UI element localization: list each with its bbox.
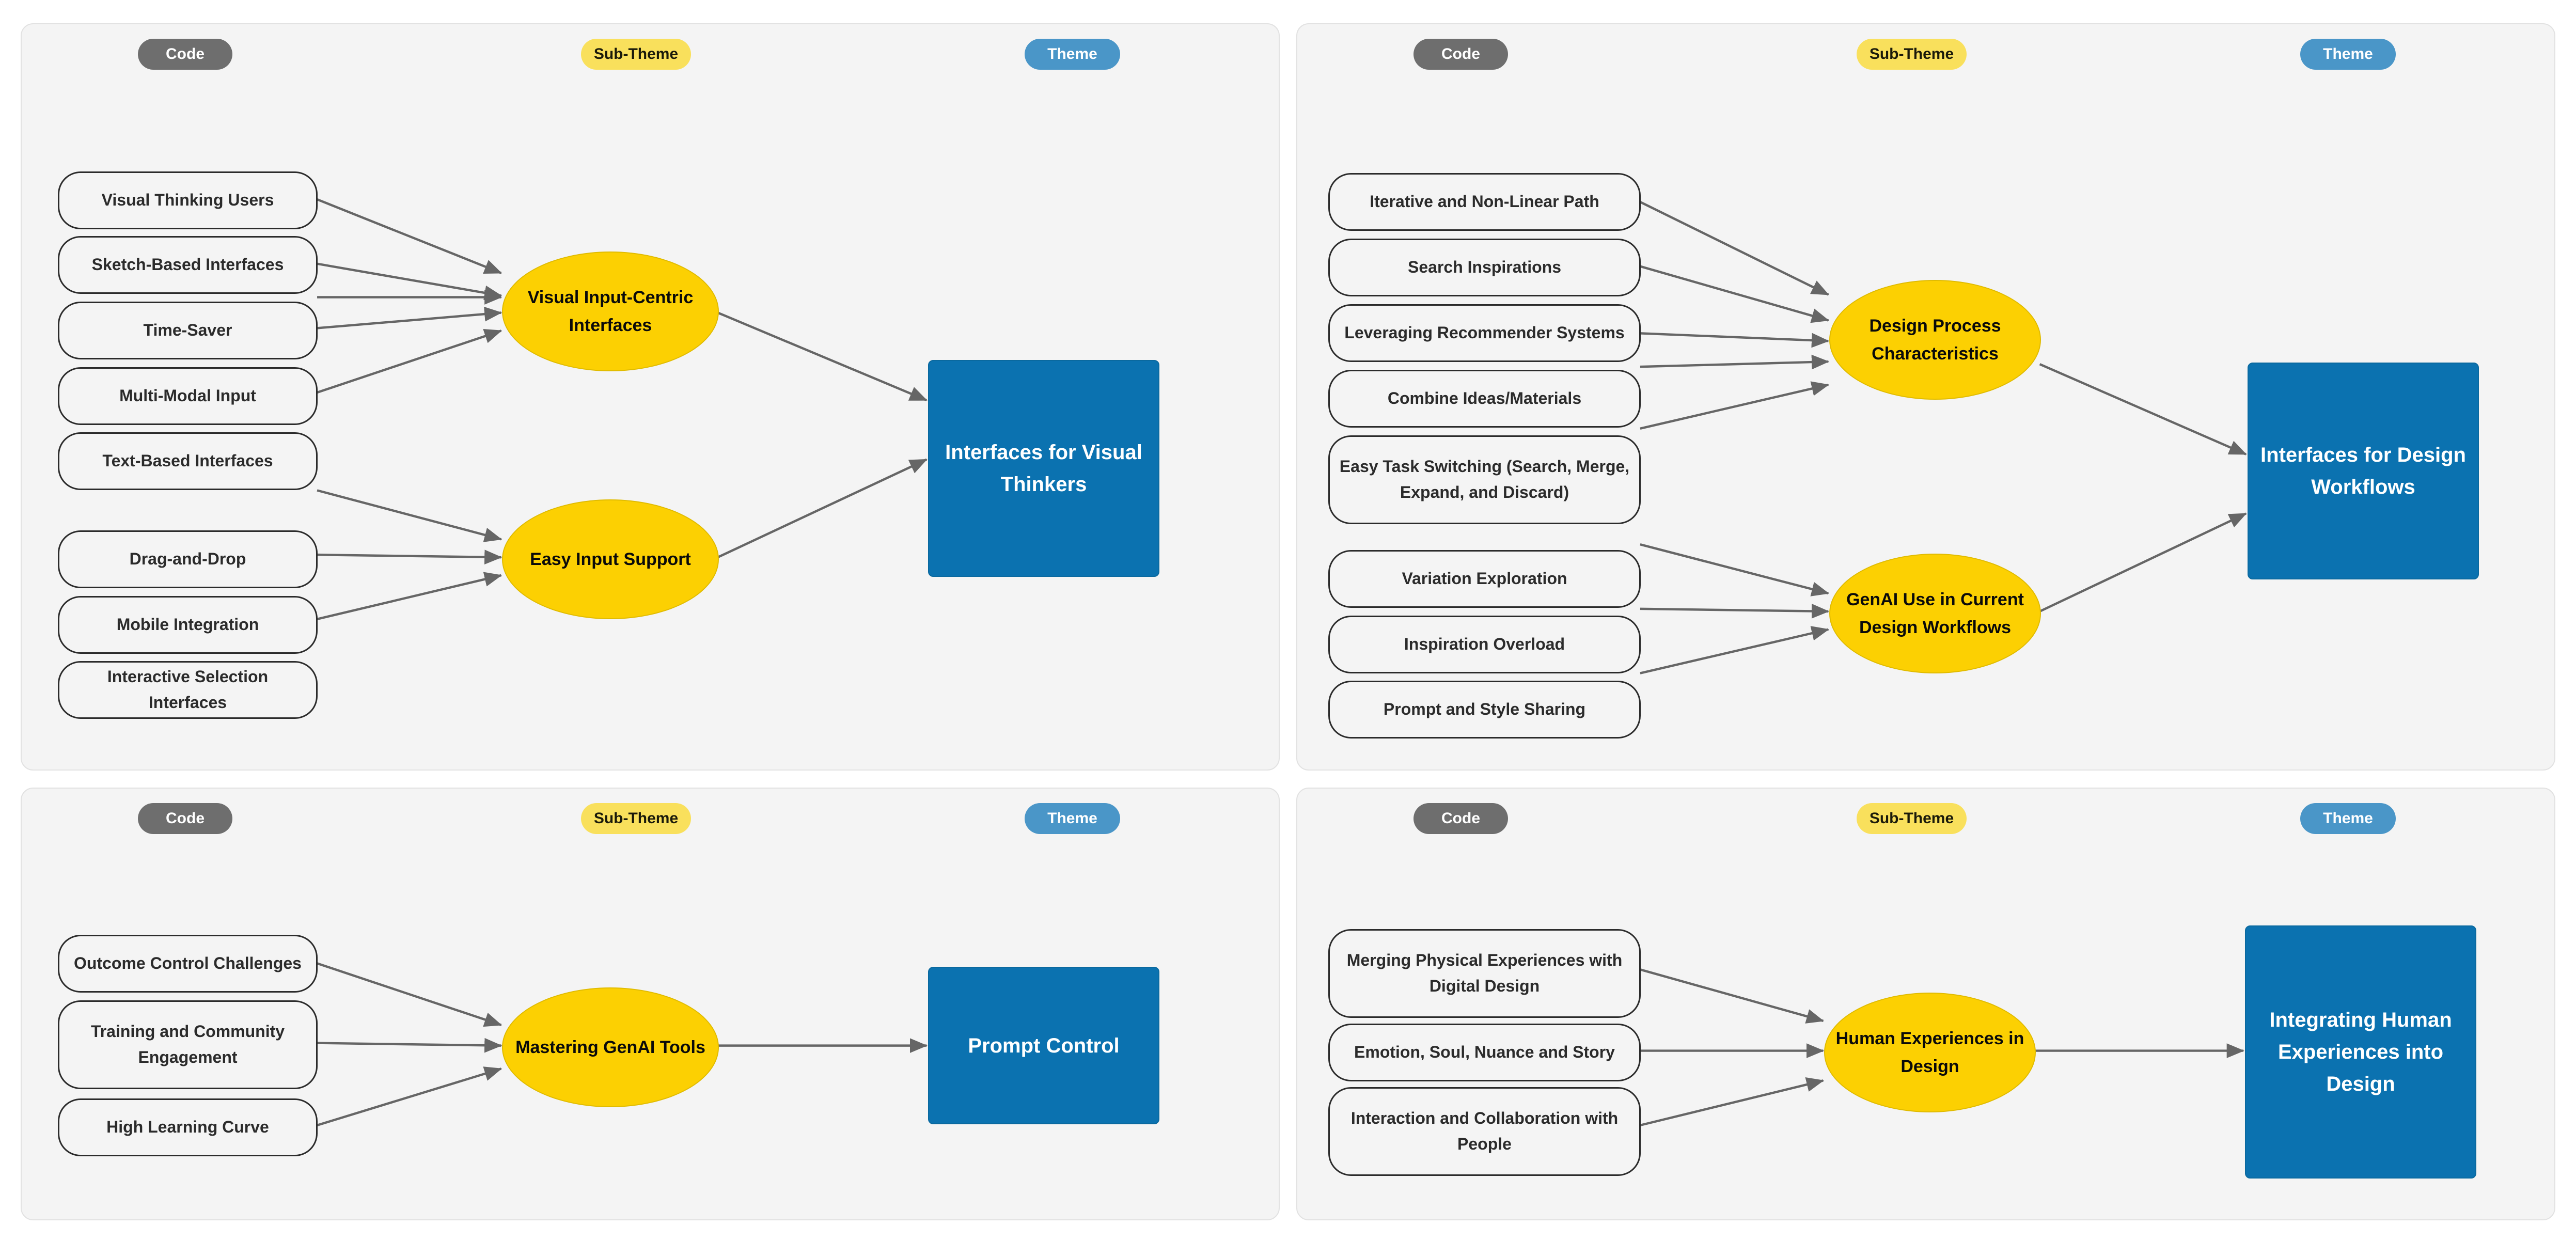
- code-node-label: Variation Exploration: [1402, 569, 1567, 588]
- legend-code-label: Code: [1441, 45, 1480, 62]
- subtheme-node-label: Easy Input Support: [530, 549, 691, 569]
- code-node-label: Inspiration Overload: [1404, 635, 1565, 654]
- subtheme-node-label: Human Experiences in Design: [1835, 1028, 2024, 1076]
- legend-pill-subtheme: Sub-Theme: [1857, 803, 1967, 834]
- code-node-label: Time-Saver: [143, 321, 232, 340]
- theme-node-label: Interfaces for Design Workflows: [2260, 444, 2466, 498]
- code-node[interactable]: Text-Based Interfaces: [58, 432, 318, 490]
- legend-pill-code: Code: [138, 39, 232, 70]
- code-node[interactable]: Interaction and Collaboration with Peopl…: [1328, 1087, 1641, 1176]
- code-node[interactable]: Outcome Control Challenges: [58, 935, 318, 993]
- theme-node-label: Interfaces for Visual Thinkers: [945, 441, 1142, 496]
- code-node-label: Training and Community Engagement: [90, 1022, 285, 1066]
- subtheme-node-label: Visual Input-Centric Interfaces: [527, 287, 694, 335]
- legend-code-label: Code: [166, 810, 205, 827]
- legend-code-label: Code: [166, 45, 205, 62]
- code-node[interactable]: Combine Ideas/Materials: [1328, 370, 1641, 428]
- code-node-label: Combine Ideas/Materials: [1387, 389, 1582, 408]
- code-node-label: Interaction and Collaboration with Peopl…: [1350, 1109, 1619, 1153]
- code-node[interactable]: Prompt and Style Sharing: [1328, 681, 1641, 739]
- legend-pill-subtheme: Sub-Theme: [581, 803, 691, 834]
- subtheme-node[interactable]: Easy Input Support: [502, 499, 719, 619]
- edge-layer: [1640, 968, 2244, 1127]
- code-node-label: Leveraging Recommender Systems: [1344, 323, 1625, 342]
- theme-node[interactable]: Interfaces for Design Workflows: [2248, 363, 2479, 579]
- code-node[interactable]: Multi-Modal Input: [58, 367, 318, 425]
- legend-theme-label: Theme: [2323, 45, 2373, 62]
- code-node[interactable]: Mobile Integration: [58, 596, 318, 654]
- subtheme-node-label: GenAI Use in Current Design Workflows: [1846, 589, 2024, 637]
- code-node-label: Mobile Integration: [116, 615, 259, 634]
- legend-pill-subtheme: Sub-Theme: [1857, 39, 1967, 70]
- subtheme-node[interactable]: Mastering GenAI Tools: [502, 987, 719, 1107]
- code-node-label: Emotion, Soul, Nuance and Story: [1354, 1043, 1615, 1062]
- theme-node-label: Integrating Human Experiences into Desig…: [2269, 1009, 2452, 1095]
- subtheme-node[interactable]: Human Experiences in Design: [1824, 993, 2036, 1112]
- legend-pill-subtheme: Sub-Theme: [581, 39, 691, 70]
- subtheme-node[interactable]: Design Process Characteristics: [1829, 280, 2041, 400]
- code-node-label: Visual Thinking Users: [101, 191, 274, 210]
- legend-code-label: Code: [1441, 810, 1480, 827]
- panel-integrating-human-experiences-into-design: Code Sub-Theme Theme Merging Physical Ex…: [1296, 788, 2555, 1220]
- code-node-label: Text-Based Interfaces: [102, 451, 273, 470]
- theme-node[interactable]: Interfaces for Visual Thinkers: [928, 360, 1159, 577]
- theme-node[interactable]: Prompt Control: [928, 967, 1159, 1124]
- code-node-label: Multi-Modal Input: [119, 386, 256, 405]
- code-node[interactable]: Time-Saver: [58, 302, 318, 359]
- legend-pill-theme: Theme: [1025, 39, 1120, 70]
- code-node[interactable]: Training and Community Engagement: [58, 1000, 318, 1089]
- legend-pill-theme: Theme: [2300, 803, 2396, 834]
- code-node[interactable]: Visual Thinking Users: [58, 171, 318, 229]
- code-node[interactable]: Emotion, Soul, Nuance and Story: [1328, 1024, 1641, 1081]
- code-node[interactable]: Easy Task Switching (Search, Merge, Expa…: [1328, 435, 1641, 524]
- code-node-label: Iterative and Non-Linear Path: [1370, 192, 1599, 211]
- legend-subtheme-label: Sub-Theme: [1869, 45, 1954, 62]
- legend-subtheme-label: Sub-Theme: [593, 45, 679, 62]
- code-node[interactable]: Inspiration Overload: [1328, 616, 1641, 673]
- code-node-label: Prompt and Style Sharing: [1383, 700, 1586, 719]
- legend-pill-theme: Theme: [1025, 803, 1120, 834]
- code-node[interactable]: Leveraging Recommender Systems: [1328, 304, 1641, 362]
- code-node[interactable]: Merging Physical Experiences with Digita…: [1328, 929, 1641, 1018]
- legend-subtheme-label: Sub-Theme: [1869, 810, 1954, 827]
- code-node-label: Search Inspirations: [1408, 258, 1561, 277]
- theme-node[interactable]: Integrating Human Experiences into Desig…: [2245, 925, 2476, 1179]
- subtheme-node[interactable]: Visual Input-Centric Interfaces: [502, 252, 719, 371]
- legend-theme-label: Theme: [1047, 45, 1097, 62]
- edge-layer: [317, 198, 928, 620]
- legend-pill-code: Code: [138, 803, 232, 834]
- code-node-label: Merging Physical Experiences with Digita…: [1346, 951, 1623, 995]
- code-node-label: Sketch-Based Interfaces: [91, 255, 284, 274]
- panel-interfaces-for-visual-thinkers: Code Sub-Theme Theme Visual Thinking Use…: [21, 23, 1280, 771]
- code-node[interactable]: Sketch-Based Interfaces: [58, 236, 318, 294]
- subtheme-node-label: Mastering GenAI Tools: [515, 1037, 705, 1057]
- panel-interfaces-for-design-workflows: Code Sub-Theme Theme Iterative and Non-L…: [1296, 23, 2555, 771]
- code-node[interactable]: Search Inspirations: [1328, 239, 1641, 296]
- panel-prompt-control: Code Sub-Theme Theme Outcome Control Cha…: [21, 788, 1280, 1220]
- code-node-label: Outcome Control Challenges: [74, 954, 302, 973]
- legend-theme-label: Theme: [2323, 810, 2373, 827]
- code-node-label: Interactive Selection Interfaces: [107, 667, 269, 712]
- code-node-label: High Learning Curve: [106, 1118, 269, 1137]
- code-node[interactable]: Variation Exploration: [1328, 550, 1641, 608]
- subtheme-node[interactable]: GenAI Use in Current Design Workflows: [1829, 554, 2041, 673]
- legend-subtheme-label: Sub-Theme: [593, 810, 679, 827]
- code-node[interactable]: Iterative and Non-Linear Path: [1328, 173, 1641, 231]
- code-node[interactable]: High Learning Curve: [58, 1098, 318, 1156]
- legend-theme-label: Theme: [1047, 810, 1097, 827]
- edge-layer: [1639, 201, 2247, 674]
- code-node[interactable]: Interactive Selection Interfaces: [58, 661, 318, 719]
- code-node[interactable]: Drag-and-Drop: [58, 530, 318, 588]
- legend-pill-code: Code: [1413, 39, 1508, 70]
- edge-layer: [317, 962, 928, 1127]
- subtheme-node-label: Design Process Characteristics: [1869, 316, 2001, 364]
- code-node-label: Drag-and-Drop: [129, 549, 246, 569]
- legend-pill-code: Code: [1413, 803, 1508, 834]
- theme-node-label: Prompt Control: [968, 1034, 1120, 1057]
- code-node-label: Easy Task Switching (Search, Merge, Expa…: [1339, 457, 1630, 501]
- legend-pill-theme: Theme: [2300, 39, 2396, 70]
